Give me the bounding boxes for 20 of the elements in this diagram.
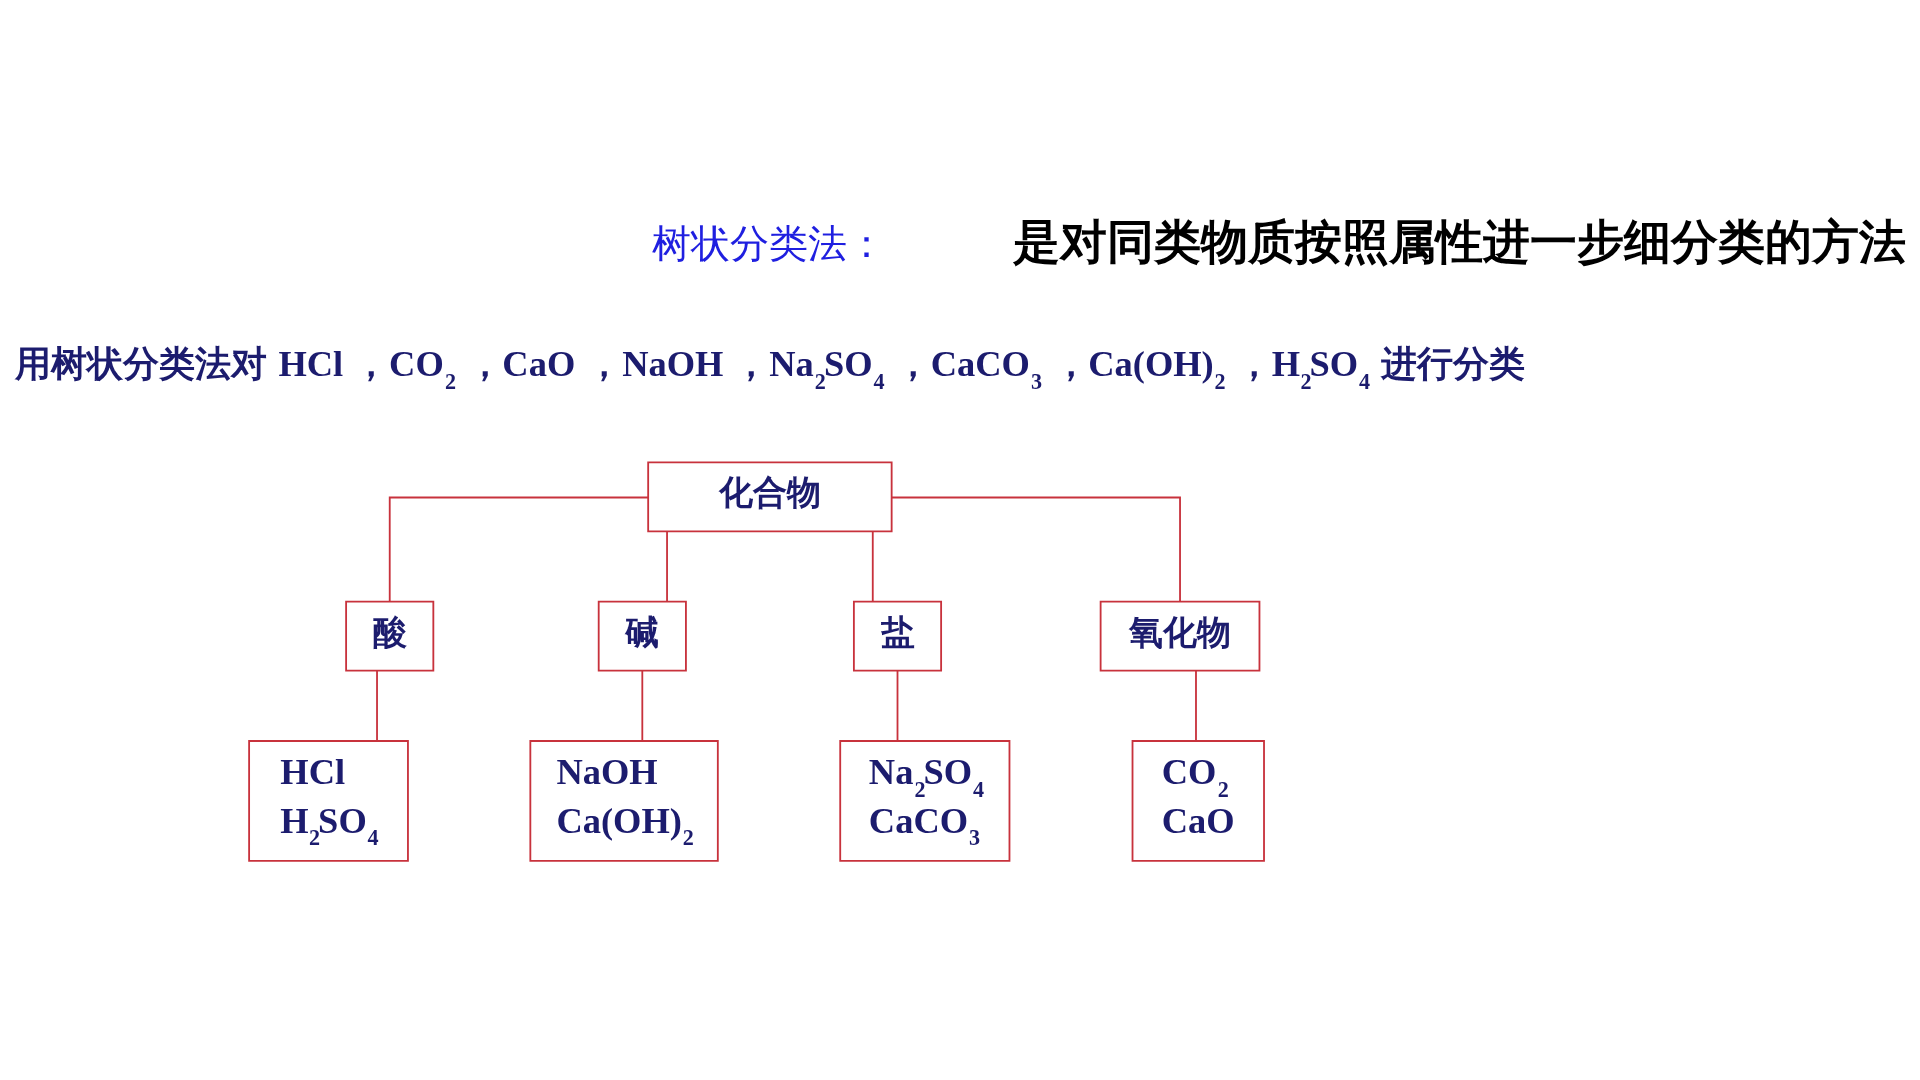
connector	[666, 530, 668, 602]
connector	[376, 669, 378, 742]
connector	[890, 496, 1181, 602]
connector	[641, 669, 644, 742]
connector	[1195, 669, 1197, 742]
label: 是对同类物质按照属性进一步细分类的方法	[1012, 213, 1906, 269]
node-box: 化合物	[647, 460, 893, 532]
node-box: 盐	[853, 600, 943, 672]
node-box: Na$_{2}$SO$_{4}$ CaCO$_{3}$	[839, 739, 1011, 862]
label: 用树状分类法对 HCl ，CO$_{2}$ ，CaO ，NaOH ，Na$_{2}$SO$_{4}$ ，CaCO$_{3}$ ，Ca(OH)$_{2}$ ，H$_{2}$SO$_{4}$ 进行分类	[15, 341, 1525, 394]
node-box: 氧化物	[1099, 600, 1261, 672]
node-box: 酸	[345, 600, 435, 672]
node-box: HCl H$_{2}$SO$_{4}$	[248, 739, 409, 862]
node-box: NaOH Ca(OH)$_{2}$	[529, 739, 719, 862]
connector	[871, 530, 874, 602]
connector	[388, 496, 649, 602]
connector	[896, 669, 899, 742]
node-box: CO$_{2}$ CaO	[1131, 739, 1265, 862]
label: 树状分类法：	[652, 220, 887, 266]
node-box: 碱	[597, 600, 687, 672]
